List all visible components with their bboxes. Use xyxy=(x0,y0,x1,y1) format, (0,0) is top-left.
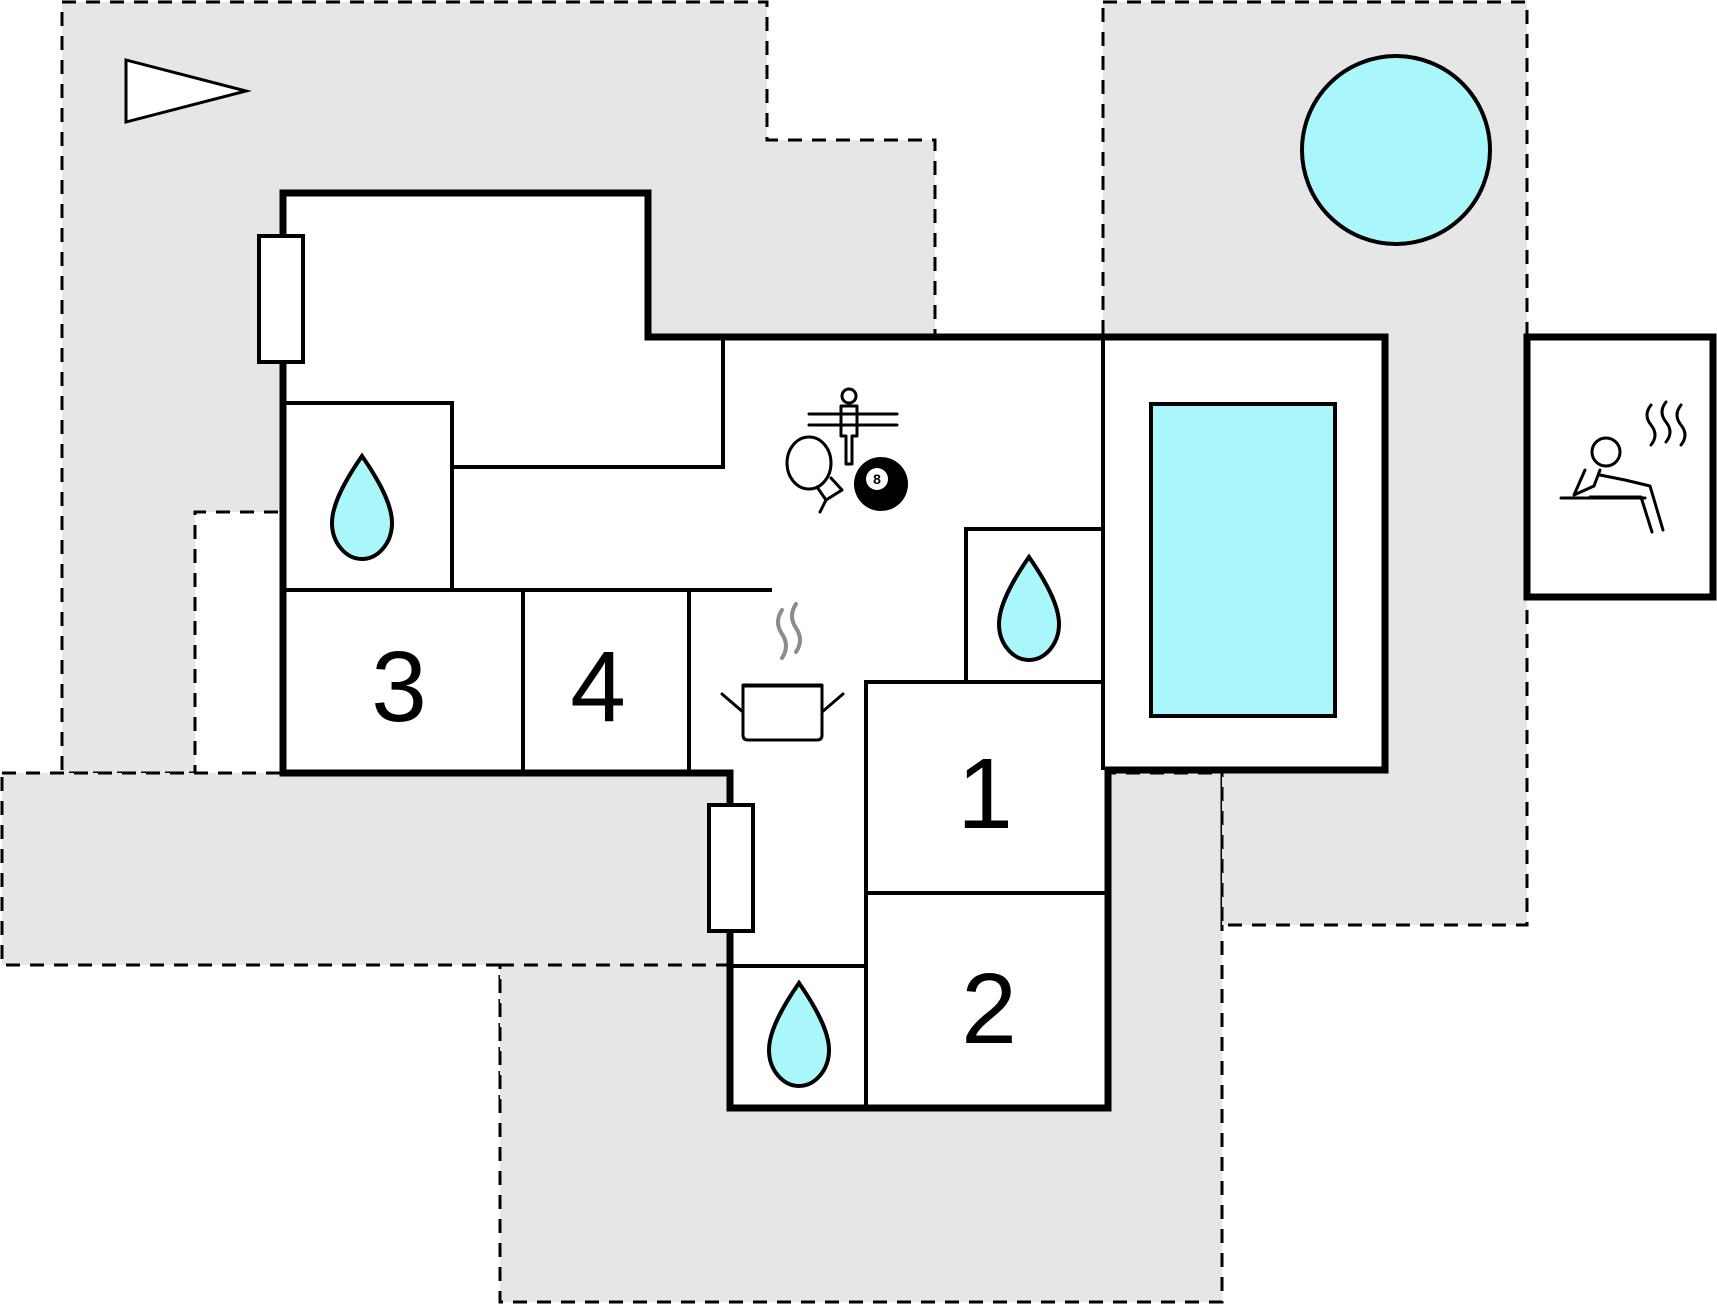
door-icon xyxy=(707,803,755,933)
whirlpool-icon xyxy=(1300,54,1492,246)
building-footprint xyxy=(283,193,1385,1108)
room-label-3: 3 xyxy=(371,631,427,743)
bathroom-drop-icon xyxy=(329,452,395,562)
room-label-1: 1 xyxy=(957,738,1013,850)
bathroom-drop-icon xyxy=(996,553,1062,663)
door-icon xyxy=(257,234,305,364)
room-label-4: 4 xyxy=(570,631,626,743)
billiard-ball-number: 8 xyxy=(873,471,881,487)
bathroom-drop-icon xyxy=(766,979,832,1089)
sauna-icon xyxy=(1523,333,1717,601)
pool-icon xyxy=(1149,402,1337,718)
room-label-2: 2 xyxy=(961,953,1017,1065)
exterior-wall xyxy=(279,189,1389,1112)
billiard-ball-icon: 8 xyxy=(854,457,908,511)
north-arrow-icon xyxy=(124,58,252,124)
kitchen-pot-icon xyxy=(720,602,845,742)
table-football-icon xyxy=(807,387,899,466)
table-tennis-icon xyxy=(785,435,844,514)
interior-partitions xyxy=(283,337,1108,1108)
